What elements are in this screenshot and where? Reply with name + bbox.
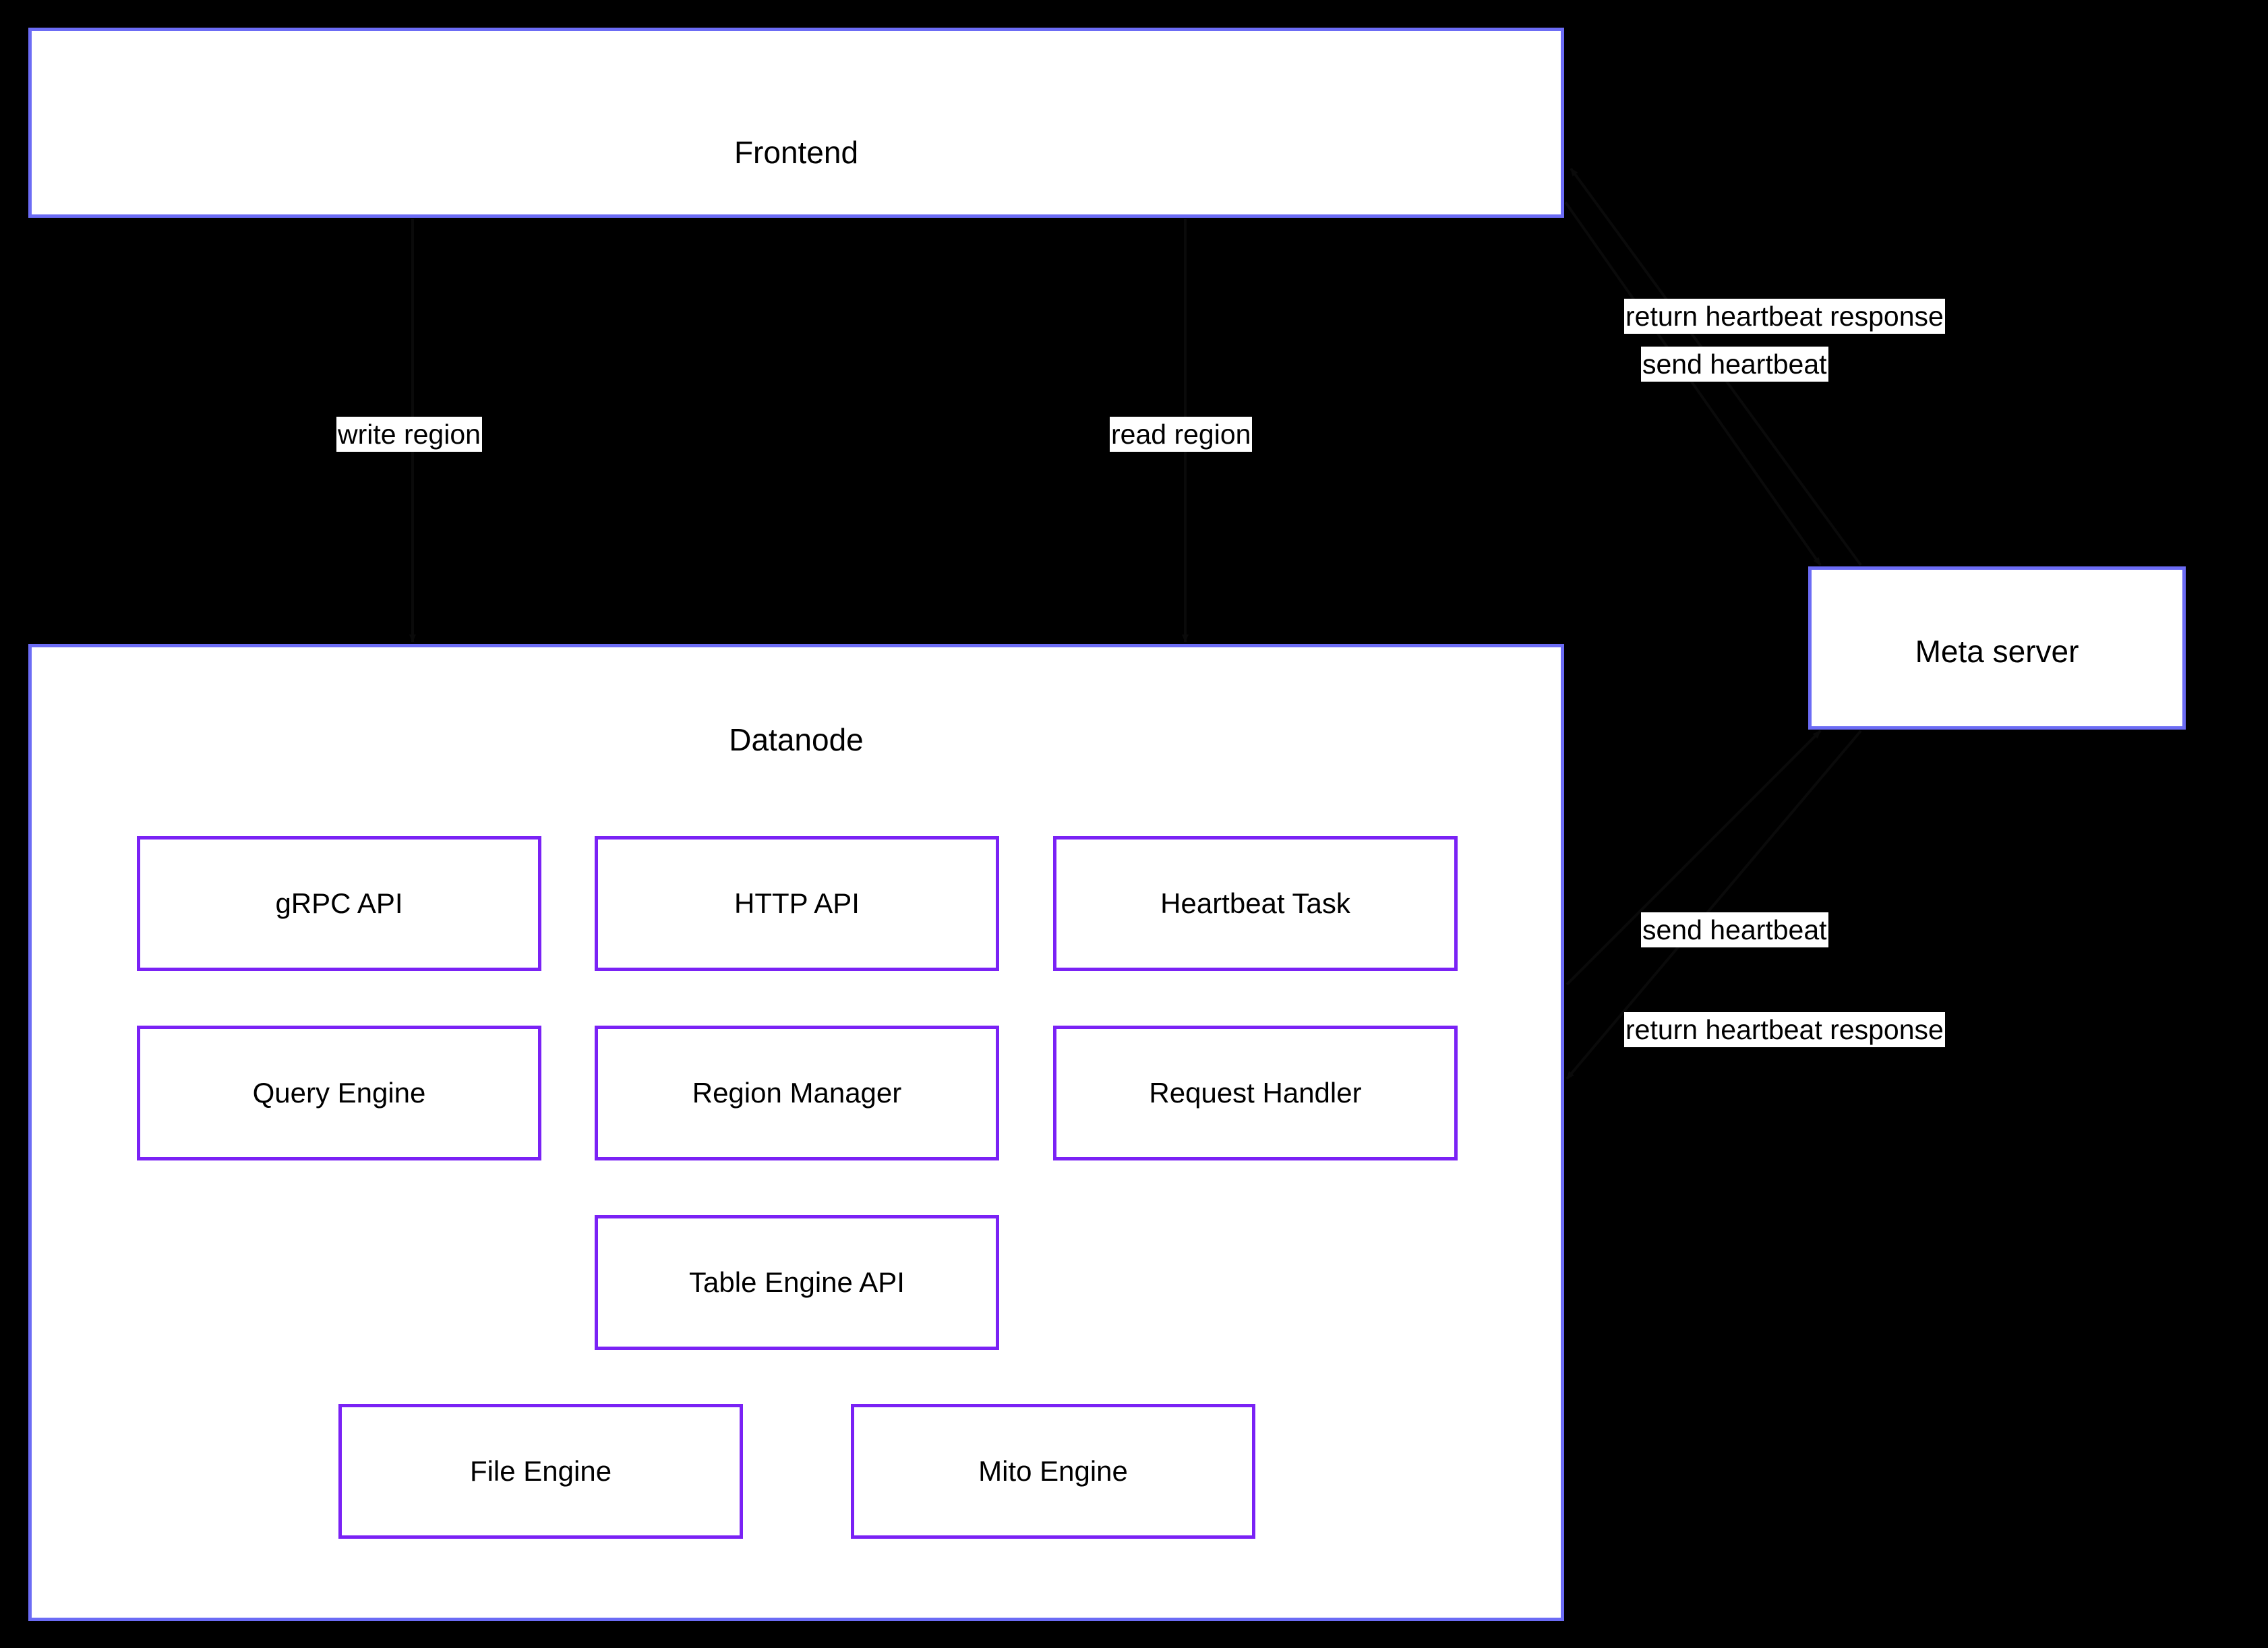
edge-label-return-heartbeat-response-bottom: return heartbeat response bbox=[1624, 1012, 1945, 1048]
component-http-api[interactable]: HTTP API bbox=[595, 836, 999, 971]
component-grpc-api[interactable]: gRPC API bbox=[137, 836, 541, 971]
edge-label-send-heartbeat-bottom: send heartbeat bbox=[1641, 912, 1828, 948]
component-region-manager[interactable]: Region Manager bbox=[595, 1026, 999, 1160]
edge-label-read-region: read region bbox=[1110, 417, 1253, 452]
component-label: gRPC API bbox=[275, 887, 403, 919]
component-label: Table Engine API bbox=[689, 1266, 905, 1298]
component-request-handler[interactable]: Request Handler bbox=[1053, 1026, 1458, 1160]
component-label: Mito Engine bbox=[978, 1454, 1128, 1487]
component-label: File Engine bbox=[469, 1454, 612, 1487]
component-label: Query Engine bbox=[252, 1076, 426, 1109]
component-file-engine[interactable]: File Engine bbox=[338, 1404, 743, 1539]
edge-label-send-heartbeat-top: send heartbeat bbox=[1641, 347, 1828, 382]
component-label: Request Handler bbox=[1149, 1076, 1362, 1109]
component-heartbeat-task[interactable]: Heartbeat Task bbox=[1053, 836, 1458, 971]
component-query-engine[interactable]: Query Engine bbox=[137, 1026, 541, 1160]
edge-label-write-region: write region bbox=[336, 417, 482, 452]
component-label: HTTP API bbox=[734, 887, 860, 919]
component-label: Heartbeat Task bbox=[1160, 887, 1350, 919]
datanode-title: Datanode bbox=[729, 722, 864, 757]
frontend-container[interactable]: Frontend bbox=[28, 28, 1564, 218]
edge-label-return-heartbeat-response-top: return heartbeat response bbox=[1624, 299, 1945, 334]
edge-send-heartbeat-top bbox=[1564, 201, 1822, 566]
meta-server-title: Meta server bbox=[1915, 634, 2079, 669]
meta-server-container[interactable]: Meta server bbox=[1808, 566, 2186, 730]
component-table-engine-api[interactable]: Table Engine API bbox=[595, 1215, 999, 1350]
component-mito-engine[interactable]: Mito Engine bbox=[851, 1404, 1255, 1539]
component-label: Region Manager bbox=[692, 1076, 902, 1109]
frontend-title: Frontend bbox=[734, 135, 859, 170]
